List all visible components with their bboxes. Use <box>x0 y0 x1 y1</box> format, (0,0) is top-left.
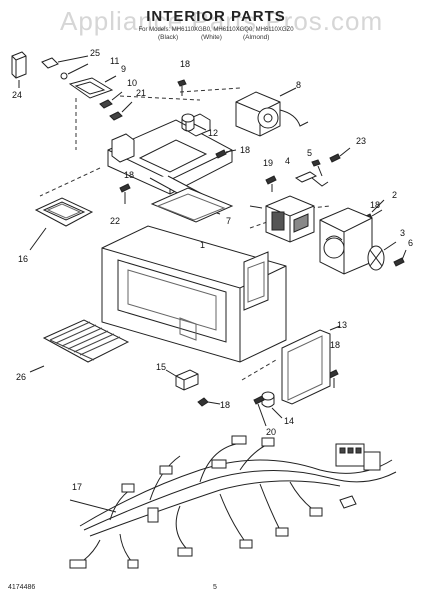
part-4-clip <box>294 171 329 187</box>
callout-2: 2 <box>392 190 397 200</box>
part-5-screw <box>311 159 323 177</box>
document-number: 4174486 <box>8 584 36 591</box>
page-number: 5 <box>213 584 217 591</box>
part-6-nut <box>393 249 407 267</box>
callout-22: 22 <box>110 216 120 226</box>
part-7-upper-bracket <box>107 113 233 215</box>
callout-11: 11 <box>110 56 119 66</box>
part-24-bracket <box>11 51 27 88</box>
part-22-screw <box>119 183 131 204</box>
part-16-filter <box>29 197 94 251</box>
callout-13: 13 <box>337 320 347 330</box>
page-title: INTERIOR PARTS <box>146 8 286 25</box>
part-12-capacitor <box>181 113 207 132</box>
part-17-wiring-harness <box>69 435 397 569</box>
callout-20: 20 <box>266 427 276 437</box>
color-variant-black: (Black) <box>158 34 179 41</box>
color-variant-almond: (Almond) <box>243 34 270 41</box>
callout-25: 25 <box>90 48 100 58</box>
part-23-screw <box>329 147 351 163</box>
part-19-screw <box>265 175 277 192</box>
part-9-board <box>68 75 117 99</box>
callout-18-c: 18 <box>370 200 380 210</box>
part-20-screw <box>253 395 267 427</box>
callout-4: 4 <box>285 156 290 166</box>
callout-6: 6 <box>408 238 413 248</box>
main-cavity <box>101 187 287 363</box>
callout-18-a: 18 <box>180 59 190 69</box>
part-15-bracket <box>165 369 199 391</box>
callout-7: 7 <box>226 216 231 226</box>
part-26-rack <box>29 319 130 373</box>
callout-23: 23 <box>356 136 366 146</box>
part-10-screw <box>99 91 123 109</box>
part-25-clip <box>41 55 89 80</box>
callout-21: 21 <box>136 88 146 98</box>
color-variant-white: (White) <box>201 34 222 41</box>
callout-labels: 1 2 3 4 5 6 7 8 9 10 11 12 13 14 15 16 1… <box>12 48 413 492</box>
part-14-fuse <box>261 391 283 419</box>
model-list: For Models: MH6110XGB0, MH6110XGQ0, MH61… <box>138 27 294 33</box>
callout-1: 1 <box>200 240 205 250</box>
part-1-control-unit <box>249 195 315 243</box>
watermark: Appliance Parts Pros.com <box>60 6 384 36</box>
part-21-screw <box>109 101 133 121</box>
callout-18-b: 18 <box>240 145 250 155</box>
callout-19: 19 <box>263 158 273 168</box>
part-13-panel <box>281 325 341 405</box>
callout-18-d: 18 <box>330 340 340 350</box>
callout-8: 8 <box>296 80 301 90</box>
callout-26: 26 <box>16 372 26 382</box>
callout-14: 14 <box>284 416 294 426</box>
callout-15: 15 <box>156 362 166 372</box>
callout-16: 16 <box>18 254 28 264</box>
callout-17: 17 <box>72 482 82 492</box>
callout-18-f: 18 <box>124 170 134 180</box>
callout-9: 9 <box>121 64 126 74</box>
part-3-fan-blade <box>367 241 397 271</box>
part-8-motor <box>235 87 309 137</box>
callout-5: 5 <box>307 148 312 158</box>
callout-12: 12 <box>208 128 218 138</box>
callout-10: 10 <box>127 78 137 88</box>
callout-18-e: 18 <box>220 400 230 410</box>
callout-24: 24 <box>12 90 22 100</box>
callout-3: 3 <box>400 228 405 238</box>
